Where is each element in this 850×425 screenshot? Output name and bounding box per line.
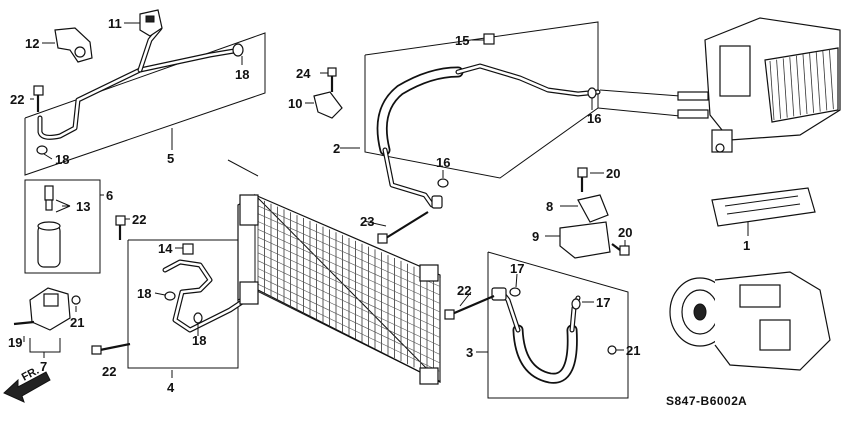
bracket-part — [54, 27, 93, 63]
bracket-assembly — [559, 167, 630, 259]
callout-4: 4 — [167, 380, 175, 395]
callout-18b: 18 — [55, 152, 69, 167]
callout-12: 12 — [25, 36, 39, 51]
callout-17a: 17 — [510, 261, 524, 276]
callout-9: 9 — [532, 229, 539, 244]
group-7-switch — [13, 287, 81, 358]
callout-7: 7 — [40, 359, 47, 374]
callout-17b: 17 — [596, 295, 610, 310]
diagram-code: S847-B6002 A — [666, 394, 747, 408]
callout-22a: 22 — [10, 92, 24, 107]
leader-lines — [23, 22, 749, 378]
group-3-hose — [444, 251, 629, 399]
callout-22c: 22 — [457, 283, 471, 298]
callout-21a: 21 — [70, 315, 84, 330]
callout-21b: 21 — [626, 343, 640, 358]
callout-18a: 18 — [235, 67, 249, 82]
condenser-core — [227, 159, 441, 385]
callout-16b: 16 — [587, 111, 601, 126]
callout-6: 6 — [106, 188, 113, 203]
callout-22b: 22 — [132, 212, 146, 227]
label-plate — [711, 187, 816, 227]
callout-24: 24 — [296, 66, 311, 81]
group-5-pipe — [24, 9, 266, 176]
callout-16a: 16 — [436, 155, 450, 170]
callout-18c: 18 — [137, 286, 151, 301]
callout-20a: 20 — [606, 166, 620, 181]
callout-18d: 18 — [192, 333, 206, 348]
compressor — [669, 271, 831, 371]
evaporator-unit — [597, 17, 841, 153]
callout-1: 1 — [743, 238, 750, 253]
callout-8: 8 — [546, 199, 553, 214]
callout-11: 11 — [108, 16, 122, 31]
callout-2: 2 — [333, 141, 340, 156]
callout-15: 15 — [455, 33, 469, 48]
callout-10: 10 — [288, 96, 302, 111]
callout-13: 13 — [76, 199, 90, 214]
bolt-part — [33, 85, 44, 112]
group-4-pipe — [91, 215, 248, 369]
callout-22d: 22 — [102, 364, 116, 379]
clamp-part — [139, 9, 163, 37]
callout-14: 14 — [158, 241, 173, 256]
callout-3: 3 — [466, 345, 473, 360]
front-direction-arrow — [3, 371, 51, 403]
callout-5: 5 — [167, 151, 174, 166]
callout-23: 23 — [360, 214, 374, 229]
callout-19: 19 — [8, 335, 22, 350]
callout-20b: 20 — [618, 225, 632, 240]
callout-labels: 1 2 3 4 5 6 7 8 9 10 11 12 13 14 15 16 1… — [8, 16, 750, 395]
group-6-receiver — [24, 179, 101, 274]
group-2-hose — [313, 21, 601, 244]
diagram-code-revision: A — [738, 394, 747, 408]
diagram-code-number: S847-B6002 — [666, 394, 738, 408]
